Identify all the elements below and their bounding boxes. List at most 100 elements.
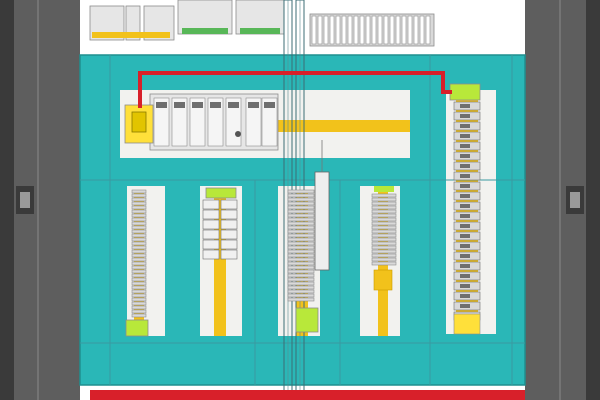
terminal-screw [460,274,470,278]
terminal-end-block [373,269,393,291]
plc-module [171,97,188,147]
terminal-block [287,261,315,266]
terminal-block [287,253,315,258]
terminal-block [353,15,359,45]
terminal-block [131,233,147,238]
cabinet-left-wall-edge [0,0,14,400]
terminal-screw [460,264,470,268]
terminal-block [413,15,419,45]
terminal-block [371,221,397,226]
bottom-red-busbar [90,390,525,400]
terminal-block [389,15,395,45]
terminal-screw [460,164,470,168]
terminal-block [131,201,147,206]
terminal-block [287,193,315,198]
terminal-block [131,249,147,254]
terminal-screw [460,114,470,118]
top-breakers [89,5,175,41]
terminal-block [131,289,147,294]
relay [202,209,220,220]
red-wire [138,71,452,108]
terminal-block [287,229,315,234]
terminal-block [131,273,147,278]
terminal-block [323,15,329,45]
terminal-block [287,289,315,294]
terminal-block [371,201,397,206]
terminal-block [131,293,147,298]
terminal-block [401,15,407,45]
right-hinge-icon [566,186,584,214]
terminal-screw [460,144,470,148]
terminal-screw [460,244,470,248]
terminal-screw [460,174,470,178]
terminal-block [359,15,365,45]
plc-module-label [174,102,185,108]
terminal-block [347,15,353,45]
terminal-screw [460,214,470,218]
terminal-block [131,257,147,262]
terminal-screw [460,124,470,128]
plc-module [245,97,262,147]
terminal-block [131,193,147,198]
plc-module-label [228,102,239,108]
terminal-block [131,241,147,246]
relay [202,239,220,250]
terminal-block [131,253,147,258]
terminal-screw [460,134,470,138]
terminal-block [287,293,315,298]
terminal-screw [460,304,470,308]
terminal-screw [460,294,470,298]
relay [202,229,220,240]
terminal-block [395,15,401,45]
terminal-block [371,229,397,234]
terminal-block [329,15,335,45]
terminal-block [335,15,341,45]
relay [202,199,220,210]
terminal-block [287,277,315,282]
terminal-block [287,237,315,242]
terminal-block [287,257,315,262]
terminal-block [131,297,147,302]
terminal-screw [460,204,470,208]
terminal-screw [460,154,470,158]
terminal-block [371,241,397,246]
terminal-screw [460,284,470,288]
terminal-block [131,269,147,274]
terminal-block [131,221,147,226]
terminal-block [371,15,377,45]
terminal-block [287,281,315,286]
right-terminal-column [449,83,481,335]
terminal-block [371,233,397,238]
lower-relay-column [202,187,238,260]
terminal-block [371,237,397,242]
terminal-block [371,261,397,266]
terminal-block [287,221,315,226]
lower-terminal-column-4 [371,186,397,291]
plc-module-label [192,102,203,108]
cabinet-right-wall-edge [586,0,600,400]
terminal-block [131,285,147,290]
relay [202,249,220,260]
terminal-block [287,205,315,210]
terminal-screw [460,184,470,188]
terminal-block [287,197,315,202]
left-hinge-icon [16,186,34,214]
terminal-block [371,253,397,258]
terminal-block [371,213,397,218]
terminal-block [407,15,413,45]
relay [220,209,238,220]
terminal-block [371,225,397,230]
terminal-block [287,265,315,270]
terminal-block [131,229,147,234]
plc-module-label [210,102,221,108]
terminal-screw [460,224,470,228]
terminal-screw [460,194,470,198]
plate-grid-lines [80,55,525,385]
terminal-block [131,309,147,314]
plc-module-label [156,102,167,108]
terminal-block [287,249,315,254]
center-cable-connector [314,140,330,271]
lower-terminal-column-1 [125,189,149,337]
relay [220,219,238,230]
terminal-block [131,301,147,306]
